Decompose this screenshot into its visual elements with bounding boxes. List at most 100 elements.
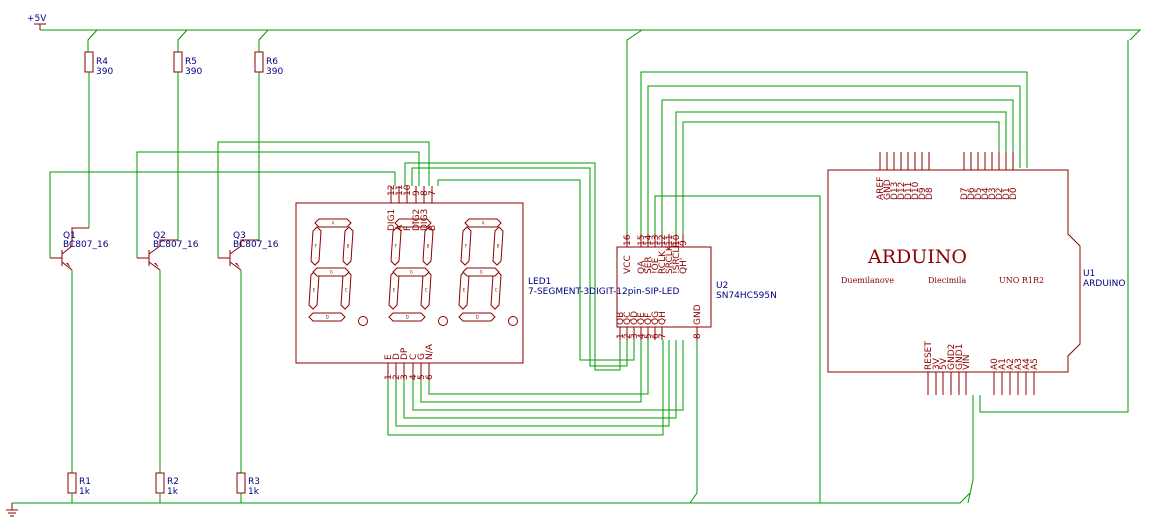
arduino-pin-label: D6 (967, 187, 977, 200)
arduino-pin-label: D11 (904, 182, 914, 200)
sr-pin-name: QG (651, 311, 661, 325)
sr-pin-number: 12 (658, 235, 668, 246)
arduino-variant-duemilanove: Duemilanove (841, 276, 894, 285)
arduino-pin-label: A4 (1022, 358, 1032, 370)
display-value: 7-SEGMENT-3DIGIT-12pin-SIP-LED (528, 287, 679, 297)
arduino-pin-label: VIN (962, 354, 972, 370)
segment-a (394, 218, 432, 228)
display-pin-number: 12 (387, 185, 397, 196)
sr-pin-name: QB (616, 312, 626, 325)
shift-register: U2 SN74HC595N 16VCC15QA14SER13!OE12RCLK1… (616, 234, 777, 340)
transistor-ref: Q1 (63, 231, 76, 241)
transistor-q1: Q1 BC807_16 (49, 171, 396, 473)
resistor-value: 390 (266, 67, 283, 77)
gnd-rail (12, 492, 971, 504)
resistor-body (173, 51, 183, 73)
sr-pin-number: 15 (637, 235, 647, 246)
resistor-ref: R4 (96, 57, 108, 67)
decimal-point (358, 316, 368, 326)
resistor-r5: R5 390 (173, 29, 202, 240)
sr-pin-name: QE (637, 312, 647, 325)
resistor-body (236, 472, 246, 494)
display-pin-number: 5 (417, 374, 427, 380)
resistor-ref: R2 (167, 477, 179, 487)
segment-label: D (476, 315, 479, 320)
segment-a (314, 218, 352, 228)
decimal-point (438, 316, 448, 326)
display-pin-number: 1 (384, 374, 394, 380)
segment-label: D (406, 315, 409, 320)
display-pin-number: 4 (409, 374, 419, 380)
resistor-value: 390 (185, 67, 202, 77)
arduino-pin-label: GND2 (947, 344, 957, 370)
display-pin-name: G (417, 353, 427, 360)
sr-pin-name: VCC (623, 255, 633, 274)
display-pin-name: C (409, 354, 419, 360)
arduino-pin-label: D7 (960, 187, 970, 200)
sr-ref: U2 (716, 281, 728, 291)
arduino-ref: U1 (1083, 269, 1095, 279)
resistor-r2: R2 1k (155, 472, 179, 503)
segment-label: E (393, 288, 396, 293)
transistor-value: BC807_16 (63, 240, 109, 250)
resistor-r3: R3 1k (236, 472, 260, 503)
sr-pin-number: 14 (644, 234, 654, 246)
sr-pin-name: SRCLK (665, 244, 675, 274)
segment-d (388, 312, 426, 322)
sr-pin-number: 5 (644, 333, 654, 339)
sr-pin-number: 2 (623, 333, 633, 339)
segment-label: F (395, 244, 398, 249)
segment-label: F (315, 244, 318, 249)
resistor-value: 390 (96, 67, 113, 77)
segment-f (310, 226, 322, 266)
segment-label: E (313, 288, 316, 293)
segment-label: D (326, 315, 329, 320)
arduino-pin-label: D5 (974, 187, 984, 200)
segment-label: B (497, 244, 500, 249)
arduino-variant-uno: UNO R1R2 (999, 276, 1044, 285)
sr-pin-number: 1 (616, 333, 626, 339)
arduino-pin-label: D10 (911, 181, 921, 200)
display-pin-name: DP (400, 347, 410, 360)
arduino-title: ARDUINO (867, 246, 967, 268)
resistor-value: 1k (248, 487, 260, 497)
decimal-point (508, 316, 518, 326)
segment-label: F (465, 244, 468, 249)
sr-pin-number: 10 (672, 234, 682, 246)
segment-g (462, 267, 500, 277)
segment-f (390, 226, 402, 266)
segment-d (308, 312, 346, 322)
display-pin-name: DIG3 (420, 209, 430, 231)
arduino-pin-label: D9 (918, 187, 928, 200)
sr-pin-name: RCLK (658, 250, 668, 274)
resistor-body (254, 51, 264, 73)
signal-wires (387, 29, 1129, 504)
display-pin-number: 9 (412, 190, 422, 196)
display-pin-number: 6 (425, 374, 435, 380)
sr-pin-number: 16 (623, 234, 633, 246)
transistor-ref: Q3 (233, 231, 246, 241)
resistor-ref: R1 (79, 477, 91, 487)
display-pin-name: F (403, 226, 413, 231)
power-rails: +5V (6, 14, 1142, 517)
sr-pin-number: 6 (651, 333, 661, 339)
display-ref: LED1 (528, 277, 551, 287)
display-pin-name: E (384, 354, 394, 360)
resistor-body (67, 472, 77, 494)
resistor-value: 1k (79, 487, 91, 497)
sr-pin-number: 8 (693, 333, 703, 339)
transistor-symbol (50, 227, 89, 271)
segment-label: E (463, 288, 466, 293)
transistor-value: BC807_16 (233, 240, 279, 250)
arduino-pin-label: AREF (876, 177, 886, 200)
display-pin-name: N/A (425, 343, 435, 360)
resistor-r1: R1 1k (67, 472, 91, 503)
segment-label: G (480, 270, 483, 275)
display-pin-name: A (395, 224, 405, 231)
sr-pin-name: !SRCLR (672, 241, 682, 274)
